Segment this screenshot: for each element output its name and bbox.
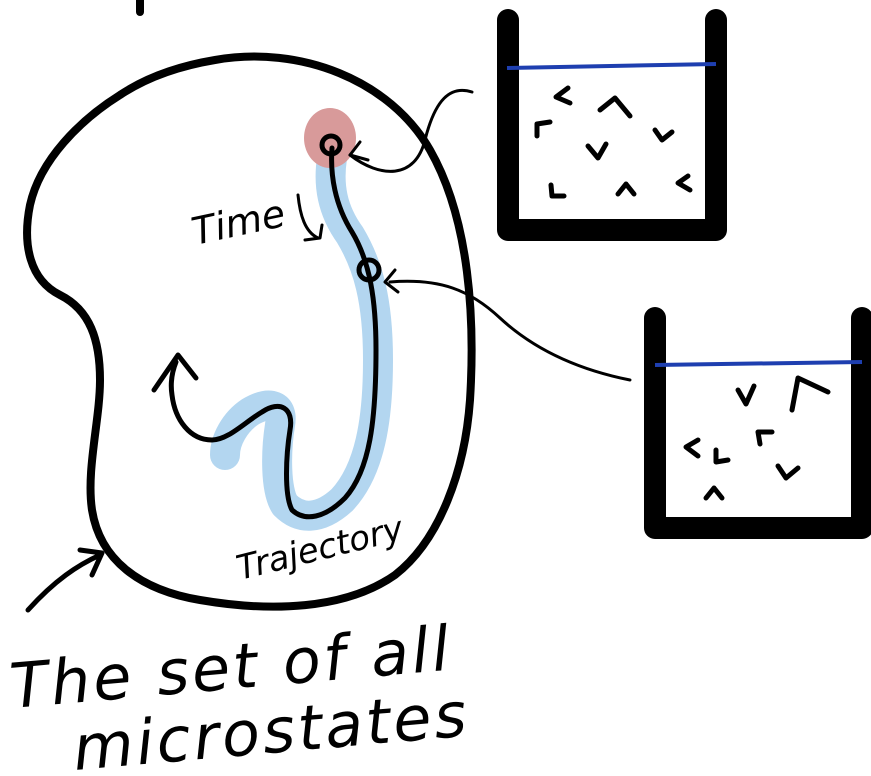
container-bottom-water-line xyxy=(655,362,862,365)
caption-arrow xyxy=(28,550,102,610)
container-bottom-particles xyxy=(686,378,828,498)
time-arrow xyxy=(298,195,322,240)
time-label: Time xyxy=(188,191,289,254)
container-bottom-walls xyxy=(655,318,862,528)
microstate-set-outline xyxy=(27,57,472,607)
pointer-line-bottom xyxy=(390,281,630,380)
container-top xyxy=(507,20,716,230)
container-bottom xyxy=(655,318,862,528)
container-top-water-line xyxy=(507,64,716,68)
container-top-particles xyxy=(537,88,690,196)
